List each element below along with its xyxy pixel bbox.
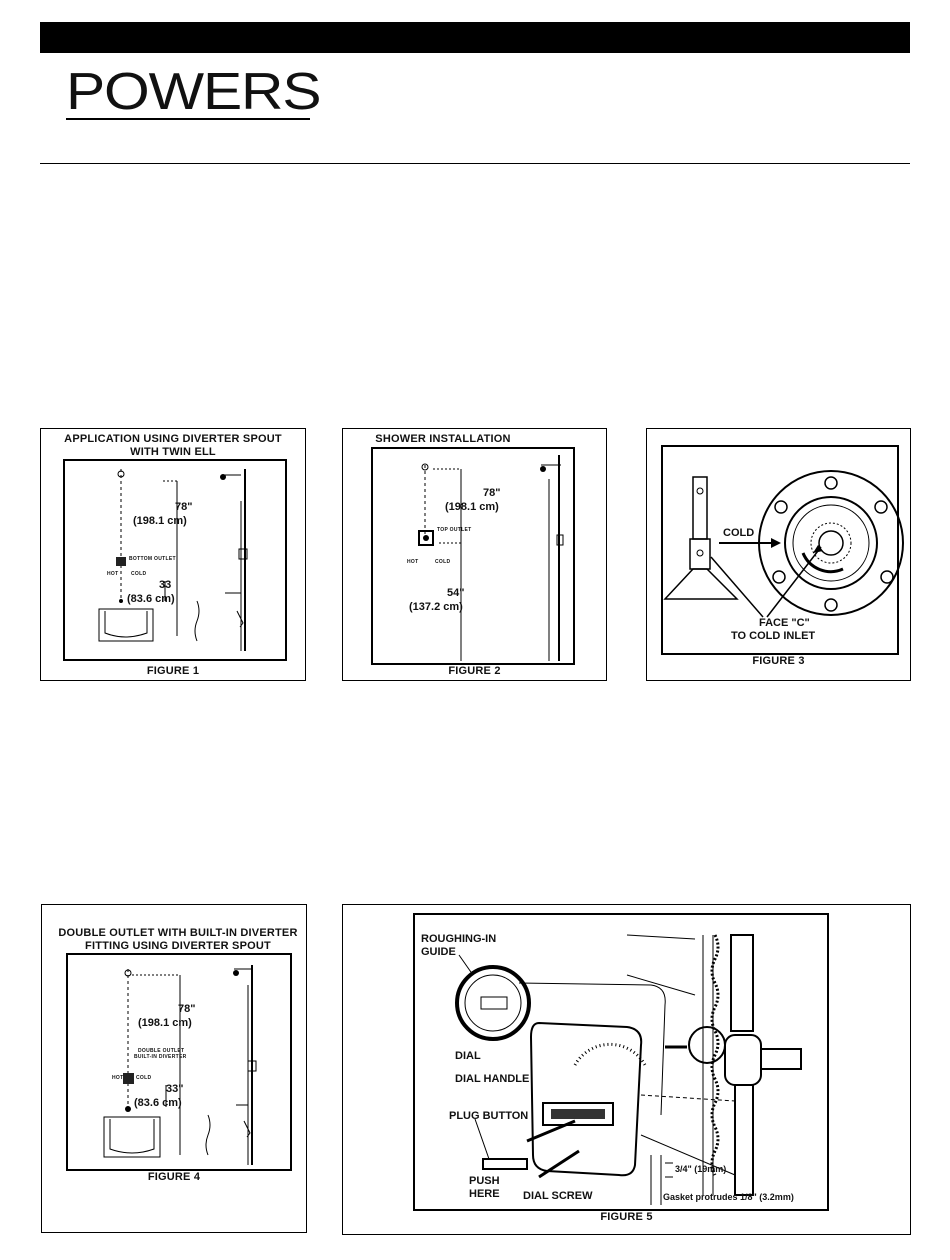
figure-4-hot: HOT [112, 1075, 124, 1081]
figure-1-caption: FIGURE 1 [146, 665, 200, 677]
figure-1-title-2: WITH TWIN ELL [130, 446, 216, 458]
figure-4-dim-top-metric: (198.1 cm) [138, 1017, 192, 1029]
figure-1-hot: HOT [107, 571, 119, 577]
figure-5-push-line-2: HERE [469, 1188, 500, 1200]
figure-1-dim-bottom: 33 [159, 579, 172, 591]
figure-5-roughing-line-2: GUIDE [421, 946, 456, 958]
figure-5-gasket: Gasket protrudes 1/8" (3.2mm) [663, 1192, 794, 1202]
figure-4-dim-bottom-metric: (83.6 cm) [134, 1097, 182, 1109]
figure-4-drawing: 78" (198.1 cm) DOUBLE OUTLET BUILT-IN DI… [66, 953, 292, 1171]
figure-5-dial-handle: DIAL HANDLE [455, 1073, 530, 1085]
figure-5-roughing-line-1: ROUGHING-IN [421, 933, 497, 945]
figure-5-push-line-1: PUSH [469, 1175, 500, 1187]
figure-1-illustration [98, 469, 248, 651]
figure-4-caption: FIGURE 4 [147, 1171, 201, 1183]
figure-1-drawing: 78" (198.1 cm) BOTTOM OUTLET HOT COLD 33… [63, 459, 287, 661]
figure-4-dim-bottom: 33" [166, 1083, 184, 1095]
brand-logo: POWERS [66, 63, 322, 121]
figure-5-dial: DIAL [455, 1050, 481, 1062]
figure-2-caption: FIGURE 2 [448, 665, 501, 677]
figure-5-dim-a: 3/4" (19mm) [675, 1164, 727, 1174]
figure-2-cold: COLD [435, 559, 451, 565]
figure-3-face-line-1: FACE "C" [759, 617, 810, 629]
figure-2-hot: HOT [407, 559, 419, 565]
figure-2-dim-bottom-metric: (137.2 cm) [409, 601, 463, 613]
figure-1-outlet-label: BOTTOM OUTLET [129, 556, 176, 562]
figure-3-illustration [663, 470, 904, 618]
figure-5: ROUGHING-IN GUIDE DIAL DIAL HANDLE PLUG … [342, 904, 911, 1235]
figure-1-dim-top: 78" [175, 501, 193, 513]
header-bar [40, 22, 910, 53]
figure-2-dim-top: 78" [483, 487, 501, 499]
figure-2-title: SHOWER INSTALLATION [375, 433, 511, 445]
figure-4-outlet-label-2: BUILT-IN DIVERTER [134, 1054, 187, 1060]
figure-2-dim-bottom: 54" [447, 587, 465, 599]
figure-3-face-line-2: TO COLD INLET [731, 630, 816, 642]
figure-4-title-2: FITTING USING DIVERTER SPOUT [85, 940, 271, 952]
figure-5-dial-screw: DIAL SCREW [523, 1190, 593, 1202]
header-rule [40, 163, 910, 164]
figure-4-illustration [103, 965, 257, 1165]
figure-4-title-1: DOUBLE OUTLET WITH BUILT-IN DIVERTER [58, 927, 298, 939]
figure-2-illustration [418, 455, 564, 661]
figure-5-plug-button: PLUG BUTTON [449, 1110, 529, 1122]
figure-2-outlet-label: TOP OUTLET [437, 527, 472, 533]
figure-5-illustration [455, 934, 802, 1205]
figure-4-cold: COLD [136, 1075, 152, 1081]
figure-3-caption: FIGURE 3 [752, 655, 805, 667]
figure-3: COLD FACE "C" TO COLD INLET FIGURE 3 [646, 428, 911, 681]
figure-1-dim-bottom-metric: (83.6 cm) [127, 593, 175, 605]
figure-4-dim-top: 78" [178, 1003, 196, 1015]
figure-4-outlet-label-1: DOUBLE OUTLET [138, 1048, 185, 1054]
figure-3-drawing: COLD FACE "C" TO COLD INLET [661, 445, 904, 655]
figure-1-cold: COLD [131, 571, 147, 577]
figure-5-drawing: ROUGHING-IN GUIDE DIAL DIAL HANDLE PLUG … [413, 913, 829, 1211]
figure-2: SHOWER INSTALLATION 78" (198.1 cm) TOP O… [342, 428, 607, 681]
figure-2-drawing: 78" (198.1 cm) TOP OUTLET HOT COLD 54" (… [371, 447, 575, 665]
figure-1-title-1: APPLICATION USING DIVERTER SPOUT [64, 433, 282, 445]
figure-3-cold-label: COLD [723, 527, 755, 539]
figure-1: APPLICATION USING DIVERTER SPOUT WITH TW… [40, 428, 306, 681]
figure-2-dim-top-metric: (198.1 cm) [445, 501, 499, 513]
figure-1-dim-top-metric: (198.1 cm) [133, 515, 187, 527]
logo-underline [66, 118, 310, 120]
figure-5-caption: FIGURE 5 [600, 1211, 653, 1223]
figure-4: DOUBLE OUTLET WITH BUILT-IN DIVERTER FIT… [41, 904, 307, 1233]
